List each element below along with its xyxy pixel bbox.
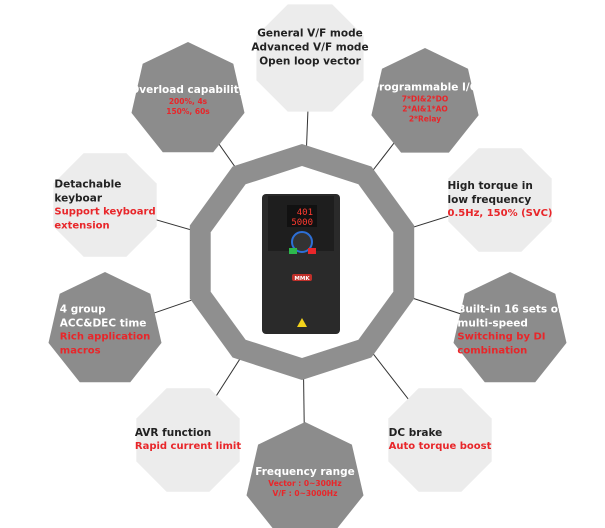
feature-title: AVR function (134, 427, 212, 440)
feature-octagon (453, 272, 567, 383)
feature-title: Advanced V/F mode (251, 41, 369, 54)
feature-detail: 0.5Hz, 150% (SVC) (447, 208, 553, 220)
feature-title: multi-speed (457, 317, 528, 330)
warning-icon (297, 318, 307, 327)
keypad-dial (291, 231, 313, 253)
feature-title: Detachable (54, 178, 122, 191)
brand-name: MMK (294, 276, 310, 282)
feature-title: High torque in (447, 180, 533, 193)
feature-detail: Switching by DI (457, 331, 546, 343)
feature-detail: Vector : 0~300Hz (268, 478, 342, 488)
display-top: 401 (297, 208, 313, 218)
feature-title: DC brake (388, 427, 443, 440)
feature-octagon (448, 148, 552, 252)
feature-octagon (246, 422, 364, 528)
feature-title: ACC&DEC time (59, 317, 147, 330)
feature-title: keyboar (54, 192, 103, 205)
display-bottom: 5000 (291, 218, 313, 228)
feature-octagon (388, 388, 492, 492)
feature-title: Programmable I/O (371, 81, 479, 94)
feature-detail: 2*AI&1*AO (402, 105, 448, 115)
feature-detail: V/F : 0~3000Hz (272, 489, 338, 499)
feature-detail: 7*DI&2*DO (401, 94, 449, 104)
feature-detail: Support keyboard (54, 206, 156, 218)
feature-title: Overload capability (130, 83, 246, 96)
led-display (287, 205, 317, 227)
feature-octagon (48, 272, 162, 383)
feature-title: Frequency range (255, 465, 355, 478)
feature-octagon (136, 388, 240, 492)
feature-detail: 2*Relay (408, 115, 442, 125)
brand-logo (292, 274, 312, 281)
feature-title: 4 group (59, 303, 106, 316)
feature-detail: Auto torque boost (388, 441, 492, 453)
feature-detail: Rapid current limit (134, 441, 242, 453)
feature-octagon (53, 153, 157, 257)
feature-title: low frequency (447, 194, 532, 207)
feature-detail: combination (457, 345, 528, 357)
feature-title: Built-in 16 sets of (457, 303, 563, 316)
feature-detail: Rich application (59, 331, 151, 343)
run-key (289, 248, 297, 254)
feature-title: Open loop vector (259, 56, 361, 69)
feature-detail: 150%, 60s (166, 107, 210, 117)
feature-octagon (256, 4, 364, 112)
feature-detail: extension (54, 220, 110, 232)
feature-octagon (371, 48, 479, 153)
feature-detail: 200%, 4s (168, 96, 208, 106)
feature-detail: macros (59, 345, 101, 357)
feature-octagon (131, 42, 245, 153)
feature-title: General V/F mode (257, 27, 363, 40)
stop-key (308, 248, 316, 254)
